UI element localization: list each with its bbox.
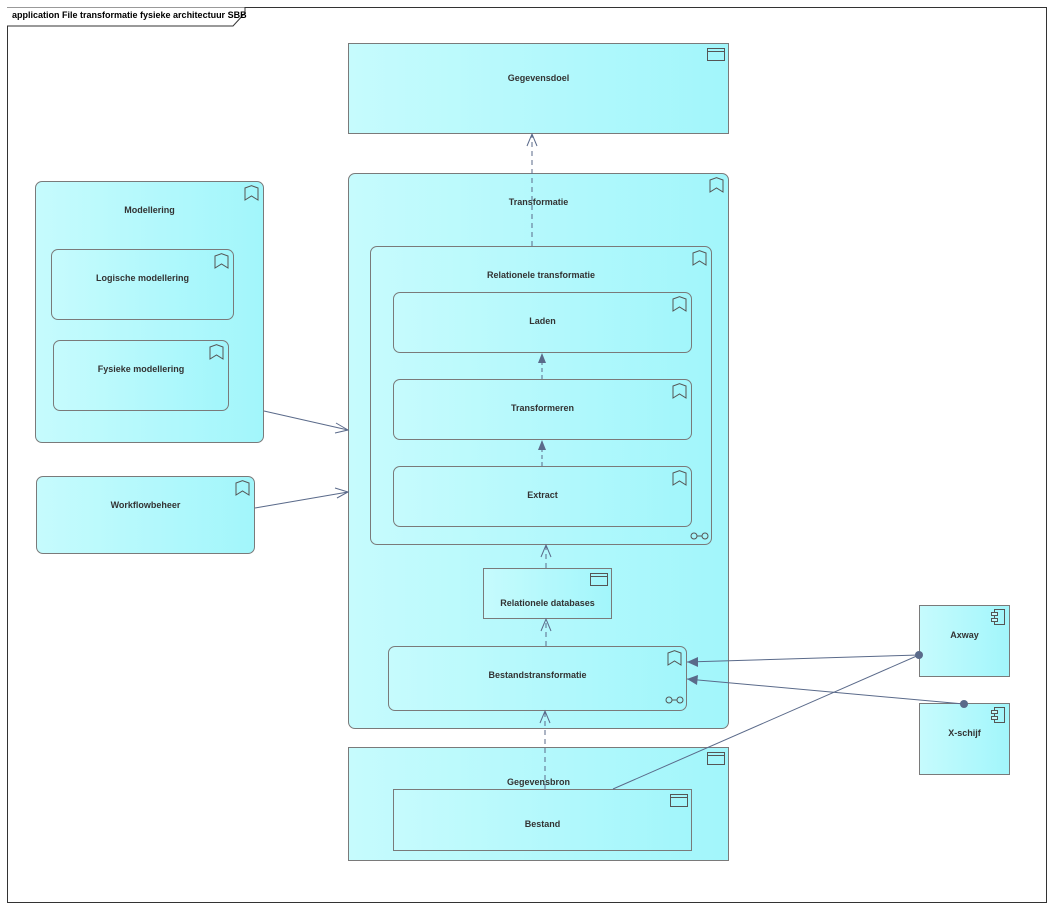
relationele-databases-label: Relationele databases (500, 598, 595, 608)
function-icon (235, 480, 250, 496)
interaction-icon (665, 696, 684, 704)
data-object-icon (707, 48, 725, 61)
x-schijf-label: X-schijf (948, 728, 981, 738)
axway-component[interactable]: Axway (919, 605, 1010, 677)
data-object-icon (670, 794, 688, 807)
bestand-label: Bestand (524, 819, 561, 829)
laden-label: Laden (529, 316, 556, 326)
data-object-icon (590, 573, 608, 586)
function-icon (672, 296, 687, 312)
relationele-databases-data-object[interactable]: Relationele databases (483, 568, 612, 619)
laden-function[interactable]: Laden (393, 292, 692, 353)
function-icon (209, 344, 224, 360)
bestand-data-object[interactable]: Bestand (393, 789, 692, 851)
component-icon (991, 707, 1005, 723)
component-icon (991, 609, 1005, 625)
fysieke-modellering-label: Fysieke modellering (97, 364, 185, 374)
transformatie-label: Transformatie (508, 197, 569, 207)
axway-label: Axway (950, 630, 979, 640)
function-icon (709, 177, 724, 193)
relationele-transformatie-label: Relationele transformatie (486, 270, 596, 280)
function-icon (244, 185, 259, 201)
x-schijf-component[interactable]: X-schijf (919, 703, 1010, 775)
transformeren-function[interactable]: Transformeren (393, 379, 692, 440)
transformeren-label: Transformeren (510, 403, 575, 413)
diagram-title: application File transformatie fysieke a… (12, 10, 247, 20)
extract-function[interactable]: Extract (393, 466, 692, 527)
function-icon (672, 383, 687, 399)
interaction-icon (690, 532, 709, 540)
logische-modellering-label: Logische modellering (95, 273, 189, 283)
bestandstransformatie-function[interactable]: Bestandstransformatie (388, 646, 687, 711)
workflowbeheer-function[interactable]: Workflowbeheer (36, 476, 255, 554)
bestandstransformatie-label: Bestandstransformatie (488, 670, 587, 680)
function-icon (672, 470, 687, 486)
data-object-icon (707, 752, 725, 765)
workflowbeheer-label: Workflowbeheer (110, 500, 181, 510)
diagram-title-tab (7, 7, 246, 27)
logische-modellering-function[interactable]: Logische modellering (51, 249, 234, 320)
gegevensdoel-label: Gegevensdoel (507, 73, 570, 83)
modellering-label: Modellering (124, 205, 175, 215)
fysieke-modellering-function[interactable]: Fysieke modellering (53, 340, 229, 411)
diagram-frame (7, 7, 1047, 903)
function-icon (667, 650, 682, 666)
function-icon (214, 253, 229, 269)
gegevensbron-label: Gegevensbron (506, 777, 571, 787)
extract-label: Extract (527, 490, 558, 500)
gegevensdoel-data-object[interactable]: Gegevensdoel (348, 43, 729, 134)
function-icon (692, 250, 707, 266)
